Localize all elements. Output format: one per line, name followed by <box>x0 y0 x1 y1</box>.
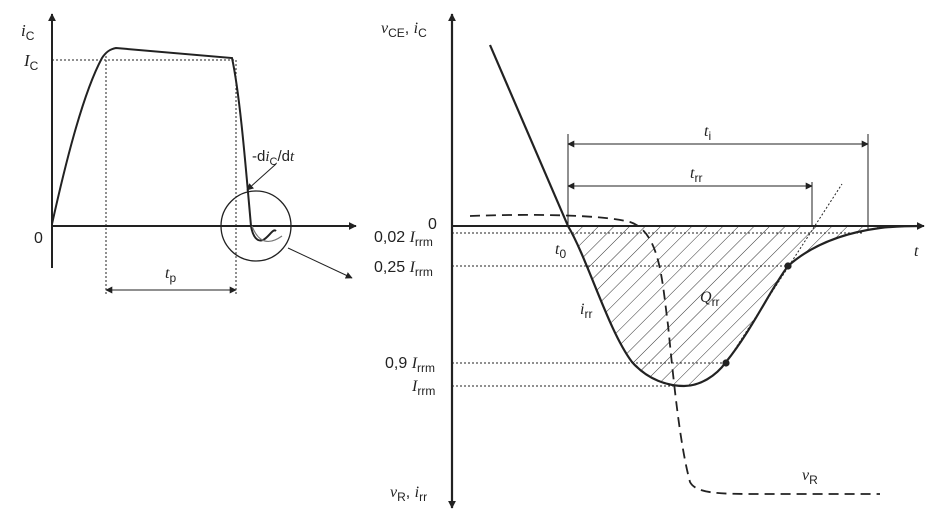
ic-level-label: IC <box>23 51 39 73</box>
ic-pulse-curve <box>51 46 277 242</box>
level-002-label: 0,02 Irrm <box>374 229 433 249</box>
right-y-axis-top-label: vCE, iC <box>381 20 427 40</box>
right-panel <box>448 13 925 509</box>
vr-label: vR <box>802 467 818 487</box>
left-labels: iC IC 0 tp -diC/dt <box>21 21 295 285</box>
magnifier-pointer <box>287 247 353 279</box>
point-09-irrm <box>722 359 730 367</box>
extrapolation-line <box>725 183 843 364</box>
left-y-axis-label: iC <box>21 21 35 43</box>
left-panel <box>48 13 357 296</box>
t0-label: t0 <box>555 241 566 261</box>
level-09-label: 0,9 Irrm <box>385 355 435 375</box>
qrr-label: Qrr <box>700 289 720 309</box>
vce-falling-line <box>488 44 570 227</box>
ti-label: ti <box>704 123 711 143</box>
right-x-axis-label: t <box>914 243 919 260</box>
level-irrm-label: Irrm <box>411 378 435 398</box>
vr-dashed-curve <box>469 213 880 495</box>
right-zero-label: 0 <box>428 216 437 233</box>
left-origin-label: 0 <box>34 230 43 247</box>
right-labels: vCE, iC vR, irr t 0 0,02 Irrm 0,25 Irrm … <box>374 20 919 504</box>
slope-pointer <box>246 163 277 191</box>
slope-label: -diC/dt <box>252 148 295 168</box>
right-y-axis-bottom-label: vR, irr <box>390 484 427 504</box>
irr-label: irr <box>580 301 592 321</box>
point-025-irrm <box>784 262 792 270</box>
trr-label: trr <box>690 165 702 185</box>
tail-ghost-curve <box>251 225 283 243</box>
level-025-label: 0,25 Irrm <box>374 259 433 279</box>
tp-label: tp <box>165 265 176 285</box>
magnifier-circle <box>220 190 292 262</box>
